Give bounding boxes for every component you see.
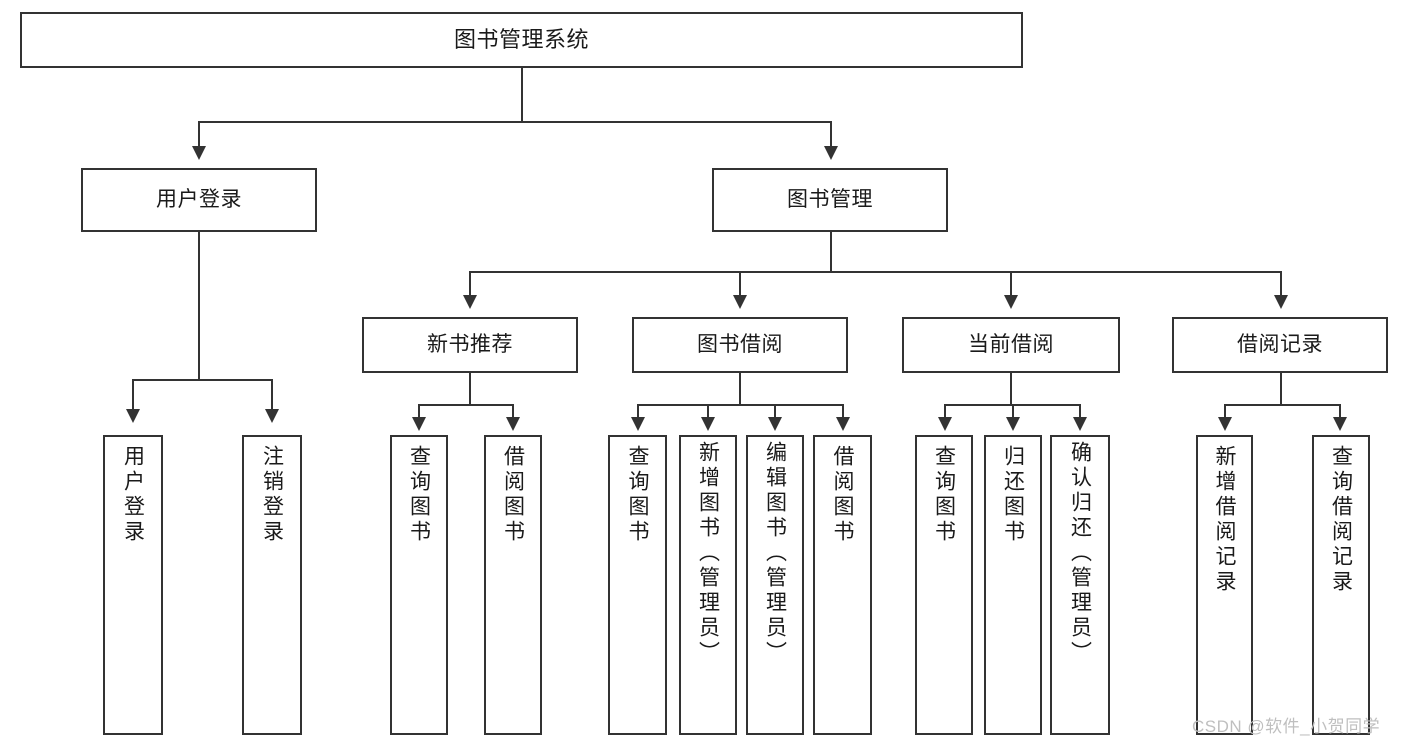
leaf-borrow-book-recommend[interactable]: 借阅图书 (484, 435, 542, 735)
leaf-add-book-admin[interactable]: 新增图书（管理员） (679, 435, 737, 735)
arrowhead-leaf-borrow-book (836, 417, 850, 431)
connector-root-to-user-login (198, 121, 200, 148)
arrowhead-leaf-query-borrow-record (1333, 417, 1347, 431)
connector-bookmgmt-to-l3-2 (739, 271, 741, 297)
connector-root-stem (521, 68, 523, 122)
leaf-return-book[interactable]: 归还图书 (984, 435, 1042, 735)
connector-borrowrecord-bus (1224, 404, 1341, 406)
node-label: 用户登录 (121, 445, 145, 545)
connector-recommend-to-leaf2 (512, 404, 514, 419)
connector-recommend-to-leaf1 (418, 404, 420, 419)
leaf-edit-book-admin[interactable]: 编辑图书（管理员） (746, 435, 804, 735)
arrowhead-leaf-add-book-admin (701, 417, 715, 431)
connector-bookborrow-bus (637, 404, 843, 406)
arrowhead-book-management (824, 146, 838, 160)
leaf-query-borrow-record[interactable]: 查询借阅记录 (1312, 435, 1370, 735)
arrowhead-leaf-return-book (1006, 417, 1020, 431)
connector-bookmgmt-bus (469, 271, 1280, 273)
connector-currentborrow-to-leaf1 (944, 404, 946, 419)
connector-recommend-stem (469, 373, 471, 405)
connector-userlogin-bus (132, 379, 272, 381)
arrowhead-leaf-query-book-borrow (631, 417, 645, 431)
arrowhead-book-borrow (733, 295, 747, 309)
connector-bookmgmt-to-l3-1 (469, 271, 471, 297)
arrowhead-new-book-recommend (463, 295, 477, 309)
connector-bookborrow-to-leaf1 (637, 404, 639, 419)
arrowhead-leaf-add-borrow-record (1218, 417, 1232, 431)
node-label: 用户登录 (156, 187, 242, 211)
node-label: 图书管理系统 (453, 27, 589, 53)
connector-bookborrow-to-leaf4 (842, 404, 844, 419)
arrowhead-current-borrow (1004, 295, 1018, 309)
arrowhead-leaf-borrow-book-recommend (506, 417, 520, 431)
leaf-query-book-recommend[interactable]: 查询图书 (390, 435, 448, 735)
connector-bookborrow-stem (739, 373, 741, 405)
connector-bookborrow-to-leaf2 (707, 404, 709, 419)
connector-bookmgmt-stem (830, 232, 832, 272)
leaf-confirm-return-admin[interactable]: 确认归还（管理员） (1050, 435, 1110, 735)
connector-root-to-book-management (830, 121, 832, 148)
node-label: 图书管理 (787, 187, 873, 211)
node-label: 查询图书 (407, 445, 431, 545)
leaf-add-borrow-record[interactable]: 新增借阅记录 (1196, 435, 1253, 735)
connector-borrowrecord-stem (1280, 373, 1282, 405)
connector-borrowrecord-to-leaf1 (1224, 404, 1226, 419)
leaf-query-book-borrow[interactable]: 查询图书 (608, 435, 667, 735)
connector-currentborrow-to-leaf2 (1012, 404, 1014, 419)
node-label: 查询借阅记录 (1329, 445, 1353, 595)
connector-borrowrecord-to-leaf2 (1339, 404, 1341, 419)
connector-currentborrow-stem (1010, 373, 1012, 405)
connector-root-bus (198, 121, 832, 123)
leaf-user-login[interactable]: 用户登录 (103, 435, 163, 735)
node-label: 注销登录 (260, 445, 284, 545)
node-book-management[interactable]: 图书管理 (712, 168, 948, 232)
node-label: 查询图书 (626, 445, 649, 545)
leaf-query-book-current[interactable]: 查询图书 (915, 435, 973, 735)
node-label: 新增图书（管理员） (696, 441, 720, 666)
node-label: 编辑图书（管理员） (763, 441, 787, 666)
arrowhead-leaf-logout (265, 409, 279, 423)
node-current-borrow[interactable]: 当前借阅 (902, 317, 1120, 373)
connector-bookmgmt-to-l3-3 (1010, 271, 1012, 297)
arrowhead-leaf-user-login (126, 409, 140, 423)
node-label: 当前借阅 (968, 332, 1054, 356)
node-book-borrow[interactable]: 图书借阅 (632, 317, 848, 373)
arrowhead-leaf-query-book-recommend (412, 417, 426, 431)
connector-userlogin-to-leaf1 (132, 379, 134, 411)
arrowhead-leaf-query-book-current (938, 417, 952, 431)
node-user-login[interactable]: 用户登录 (81, 168, 317, 232)
connector-bookborrow-to-leaf3 (774, 404, 776, 419)
node-label: 借阅图书 (501, 445, 525, 545)
arrowhead-leaf-confirm-return-admin (1073, 417, 1087, 431)
node-label: 查询图书 (932, 445, 956, 545)
connector-recommend-bus (418, 404, 514, 406)
node-label: 新增借阅记录 (1213, 445, 1236, 595)
connector-bookmgmt-to-l3-4 (1280, 271, 1282, 297)
leaf-logout[interactable]: 注销登录 (242, 435, 302, 735)
node-label: 确认归还（管理员） (1068, 441, 1092, 666)
connector-userlogin-stem (198, 232, 200, 380)
node-root-book-management-system[interactable]: 图书管理系统 (20, 12, 1023, 68)
node-label: 借阅记录 (1237, 332, 1323, 356)
arrowhead-user-login (192, 146, 206, 160)
node-new-book-recommend[interactable]: 新书推荐 (362, 317, 578, 373)
node-borrow-record[interactable]: 借阅记录 (1172, 317, 1388, 373)
leaf-borrow-book[interactable]: 借阅图书 (813, 435, 872, 735)
node-label: 归还图书 (1001, 445, 1025, 545)
node-label: 新书推荐 (427, 332, 513, 356)
connector-currentborrow-to-leaf3 (1079, 404, 1081, 419)
connector-userlogin-to-leaf2 (271, 379, 273, 411)
arrowhead-borrow-record (1274, 295, 1288, 309)
node-label: 借阅图书 (831, 445, 854, 545)
arrowhead-leaf-edit-book-admin (768, 417, 782, 431)
node-label: 图书借阅 (697, 332, 783, 356)
